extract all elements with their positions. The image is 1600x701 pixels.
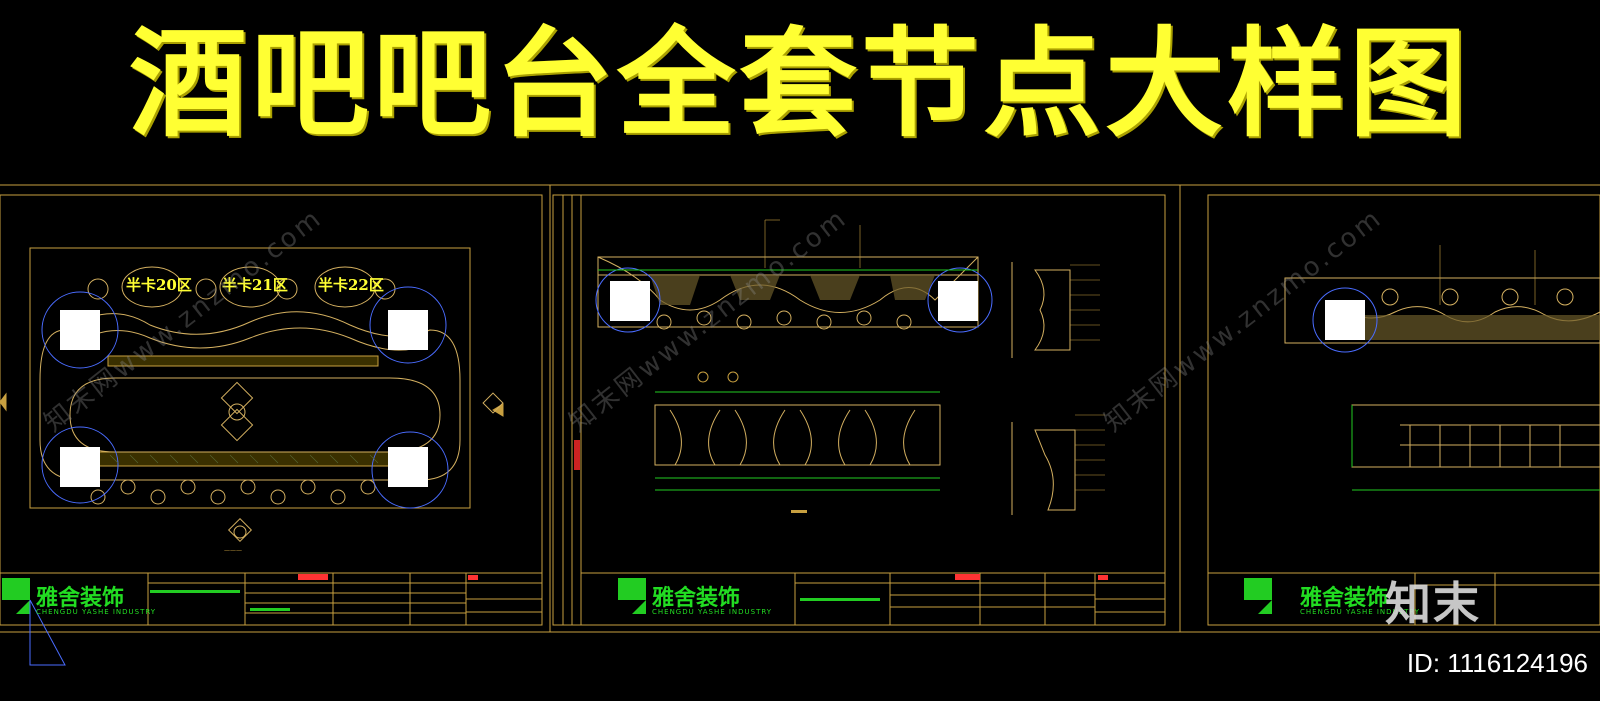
brand-name-2: 雅舍装饰 — [652, 586, 741, 611]
zone-label-20: 半卡20区 — [126, 276, 192, 294]
titleblock-2 — [581, 572, 1165, 625]
brand-name-1: 雅舍装饰 — [36, 586, 125, 611]
brand-logo-mark-1 — [2, 578, 30, 614]
zhimo-logo: 知末 — [1385, 577, 1481, 631]
brand-subtitle-1: CHENGDU YASHE INDUSTRY — [36, 608, 157, 616]
sheet-partial — [1207, 194, 1600, 626]
zone-label-22: 半卡22区 — [318, 276, 384, 294]
svg-text:———: ——— — [224, 547, 242, 554]
brand-subtitle-2: CHENGDU YASHE INDUSTRY — [652, 608, 773, 616]
brand-name-3: 雅舍装饰 — [1300, 586, 1389, 611]
image-id: ID: 1116124196 — [1406, 648, 1588, 678]
brand-subtitle-3: CHENGDU YASHE INDUSTRY — [1300, 608, 1421, 616]
brand-logo-mark-2 — [618, 578, 646, 614]
zone-label-21: 半卡21区 — [222, 276, 288, 294]
brand-logo-mark-3 — [1244, 578, 1272, 614]
drawing-title: 酒吧吧台全套节点大样图 — [128, 14, 1471, 153]
sheet-elevation — [552, 194, 1166, 626]
sheet-plan: ——— — [0, 194, 543, 626]
titleblock-1 — [0, 572, 542, 625]
